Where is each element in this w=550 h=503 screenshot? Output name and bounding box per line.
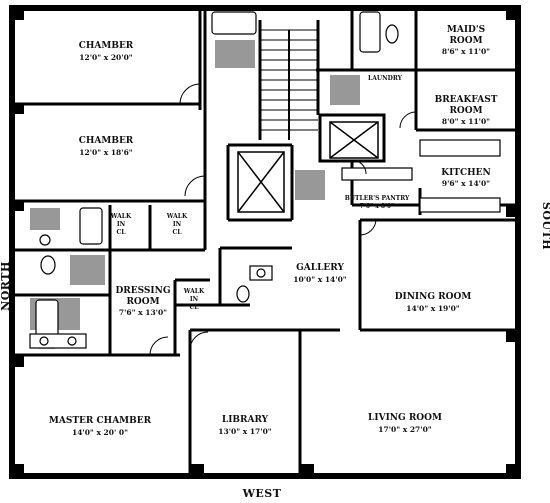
svg-text:BREAKFAST: BREAKFAST [435,95,498,105]
room-butlers-pantry: BUTLER'S PANTRY 7'6" x 8'0" [345,195,410,210]
svg-text:CHAMBER: CHAMBER [79,136,134,146]
vanity-1 [29,333,87,349]
bathtub-4 [359,11,381,53]
svg-text:ROOM: ROOM [449,106,482,116]
elevator-shafts [237,121,379,213]
svg-text:12'0" x 20'0": 12'0" x 20'0" [79,53,133,62]
svg-text:ROOM: ROOM [126,297,159,307]
room-chamber-2: CHAMBER 12'0" x 18'6" [79,136,134,157]
sink-3 [256,268,266,278]
svg-text:KITCHEN: KITCHEN [441,168,490,178]
room-breakfast-room: BREAKFAST ROOM 8'0" x 11'0" [435,95,498,126]
bathtub-2 [79,207,103,245]
compass-south: SOUTH [540,202,550,250]
svg-text:IN: IN [190,296,199,303]
svg-text:7'6" x 13'0": 7'6" x 13'0" [119,308,167,317]
svg-text:7'6" x 8'0": 7'6" x 8'0" [360,203,394,210]
walk-in-closet-1: WALK IN CL [110,213,132,236]
svg-text:MASTER CHAMBER: MASTER CHAMBER [49,416,152,426]
svg-text:WALK: WALK [110,213,132,220]
svg-text:BUTLER'S PANTRY: BUTLER'S PANTRY [345,195,410,202]
svg-text:DINING ROOM: DINING ROOM [395,292,472,302]
svg-text:WALK: WALK [183,288,205,295]
room-living-room: LIVING ROOM 17'0" x 27'0" [368,413,442,434]
svg-text:CHAMBER: CHAMBER [79,41,134,51]
svg-text:LIBRARY: LIBRARY [222,415,269,425]
svg-text:CL: CL [173,229,183,236]
columns [12,8,518,476]
svg-text:GALLERY: GALLERY [296,263,344,273]
toilet-1 [385,24,399,44]
compass-north: NORTH [0,261,12,311]
fixtures [29,11,501,349]
svg-text:17'0" x 27'0": 17'0" x 27'0" [378,425,432,434]
staircase [260,29,318,140]
svg-text:12'0" x 18'6": 12'0" x 18'6" [79,148,133,157]
sink-4 [39,234,51,246]
compass-west: WEST [242,487,282,500]
room-dining-room: DINING ROOM 14'0" x 19'0" [395,292,472,313]
sink-1 [39,336,49,346]
room-dressing-room: DRESSING ROOM 7'6" x 13'0" [115,286,170,317]
kitchen-counter-1 [419,139,501,157]
kitchen-counter-2 [419,197,501,213]
room-maids-room: MAID'S ROOM 8'6" x 11'0" [442,25,490,56]
svg-text:8'6" x 11'0": 8'6" x 11'0" [442,47,490,56]
pantry-counter [341,167,413,181]
svg-text:8'0" x 11'0": 8'0" x 11'0" [442,117,490,126]
svg-text:14'0" x 20' 0": 14'0" x 20' 0" [72,428,128,437]
svg-text:14'0" x 19'0": 14'0" x 19'0" [406,304,460,313]
tile-floors [30,40,360,330]
svg-text:13'0" x 17'0": 13'0" x 17'0" [218,427,272,436]
room-kitchen: KITCHEN 9'6" x 14'0" [441,168,490,188]
room-master-chamber: MASTER CHAMBER 14'0" x 20' 0" [49,416,152,437]
svg-text:WALK: WALK [166,213,188,220]
svg-text:10'0" x 14'0": 10'0" x 14'0" [293,275,347,284]
svg-text:LAUNDRY: LAUNDRY [368,75,403,82]
walk-in-closet-3: WALK IN CL [183,288,205,311]
room-gallery: GALLERY 10'0" x 14'0" [293,263,347,284]
room-laundry: LAUNDRY [368,75,403,82]
walk-in-closet-2: WALK IN CL [166,213,188,236]
toilet-2 [40,255,56,275]
room-library: LIBRARY 13'0" x 17'0" [218,415,272,436]
svg-text:LIVING ROOM: LIVING ROOM [368,413,442,423]
exterior-walls [9,5,521,479]
svg-text:IN: IN [117,221,126,228]
room-chamber-1: CHAMBER 12'0" x 20'0" [79,41,134,62]
svg-text:9'6" x 14'0": 9'6" x 14'0" [442,179,490,188]
bathtub-1 [211,11,257,35]
sink-2 [67,336,77,346]
svg-text:CL: CL [117,229,127,236]
svg-text:DRESSING: DRESSING [115,286,170,296]
doors [149,83,417,356]
svg-text:MAID'S: MAID'S [447,25,485,35]
toilet-3 [236,285,250,303]
svg-text:CL: CL [190,304,200,311]
svg-text:IN: IN [173,221,182,228]
svg-text:ROOM: ROOM [449,36,482,46]
